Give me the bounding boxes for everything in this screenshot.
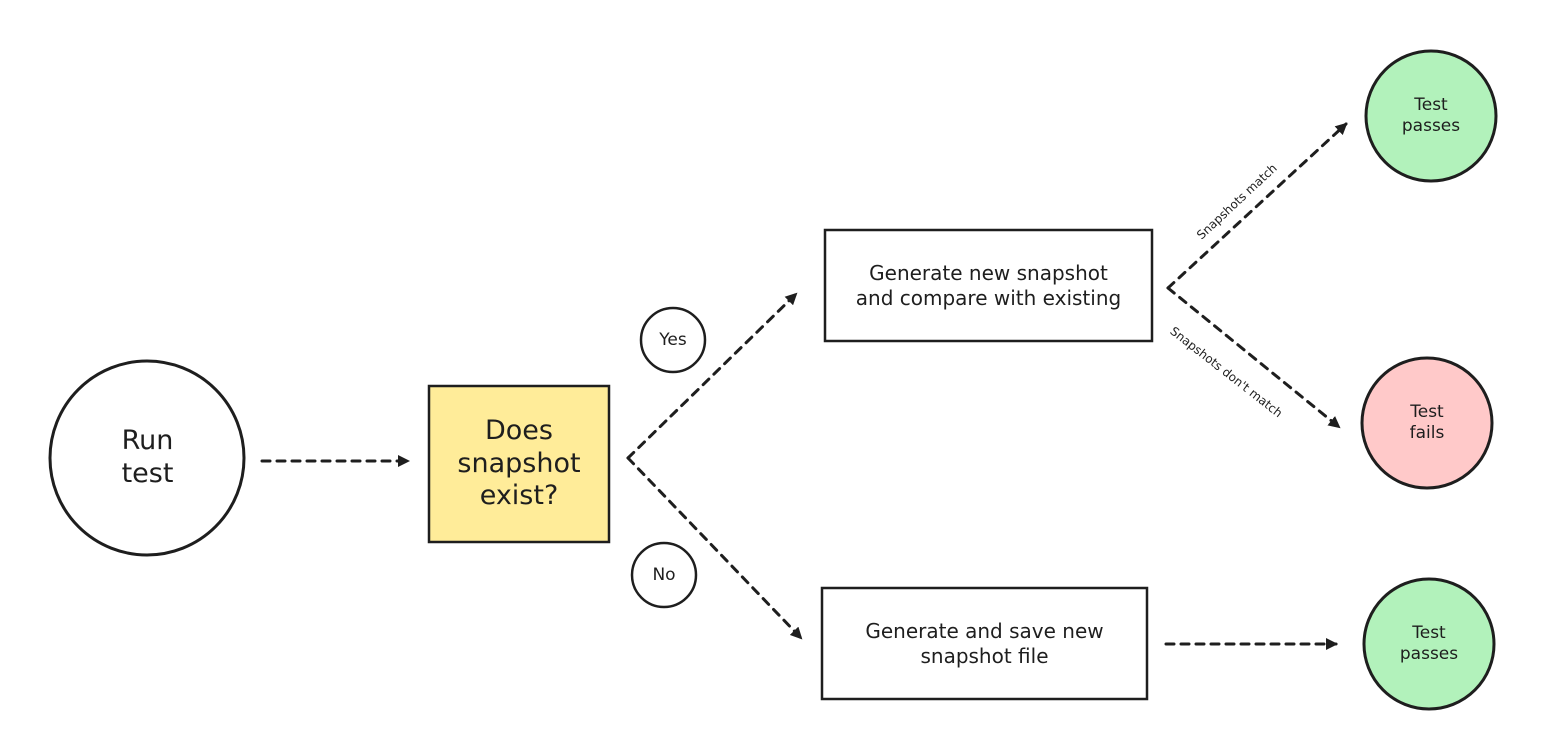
decision-node [427, 384, 611, 544]
arrow-decision-yes [626, 292, 798, 460]
test-passes-top-node [1364, 49, 1498, 183]
no-label-circle [630, 541, 698, 609]
no-label: No [652, 564, 676, 585]
save-process-node [820, 586, 1149, 701]
run-test-node [48, 359, 246, 557]
compare-process-node [823, 228, 1154, 343]
compare-process-label: Generate new snapshot and compare with e… [855, 261, 1122, 310]
yes-label-circle [639, 306, 707, 374]
test-passes-top-label: Test passes [1401, 95, 1461, 136]
save-process-label: Generate and save new snapshot file [865, 619, 1104, 668]
test-passes-bottom-node [1362, 577, 1496, 711]
test-fails-label: Test fails [1409, 402, 1445, 443]
test-fails-node [1360, 356, 1494, 490]
test-passes-bottom-label: Test passes [1399, 623, 1459, 664]
decision-label: Does snapshot exist? [457, 414, 581, 512]
arrow-decision-no [626, 456, 803, 640]
arrow-snapshots-dont-match [1166, 286, 1341, 429]
yes-label: Yes [659, 329, 687, 350]
arrow-snapshots-match [1166, 122, 1348, 290]
run-test-label: Run test [121, 424, 174, 489]
